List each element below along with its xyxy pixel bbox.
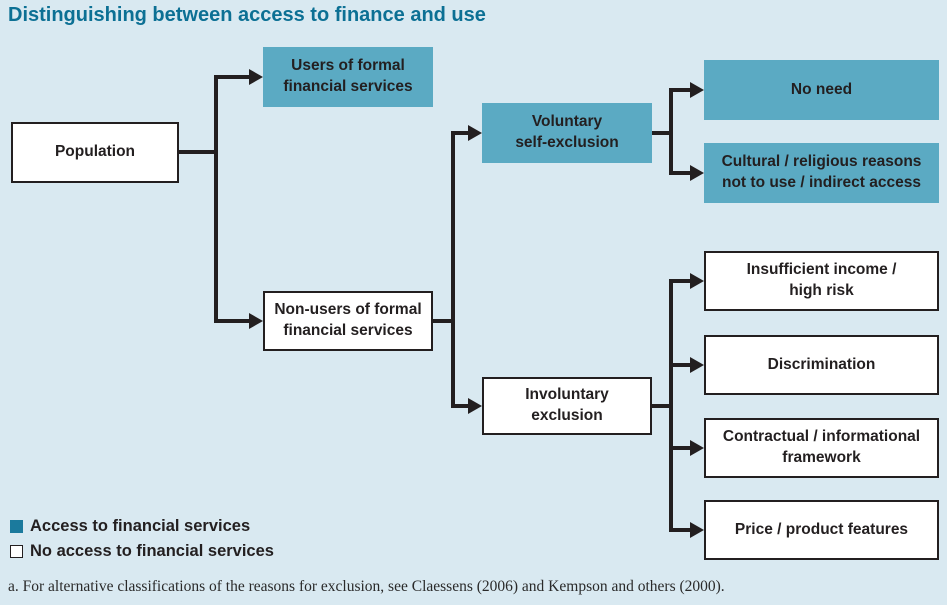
node-cultural-religious-reasons: Cultural / religious reasons not to use … <box>704 143 939 203</box>
arrow-icon-discrimination <box>690 357 704 373</box>
node-population: Population <box>11 122 179 183</box>
node-discrimination-label: Discrimination <box>767 355 876 373</box>
node-voluntary-self-exclusion: Voluntary self-exclusion <box>482 103 652 163</box>
connector-branch-users <box>214 75 249 79</box>
node-users-of-formal-financial-services: Users of formal financial services <box>263 47 433 107</box>
legend-no-access-label: No access to financial services <box>30 542 274 560</box>
connector-branch-discrimination <box>669 363 690 367</box>
node-non-users-label: Non-users of formal financial services <box>274 301 422 339</box>
arrow-icon-users <box>249 69 263 85</box>
node-price-label: Price / product features <box>734 520 909 538</box>
connector-branch-cultural <box>669 171 690 175</box>
connector-branch-contractual <box>669 446 690 450</box>
connector-trunk-voluntary <box>669 88 673 175</box>
arrow-icon-price <box>690 522 704 538</box>
node-cultural-label: Cultural / religious reasons not to use … <box>721 153 922 191</box>
node-involuntary-label: Involuntary exclusion <box>525 386 609 424</box>
connector-branch-voluntary <box>451 131 468 135</box>
node-no-need-label: No need <box>790 80 853 98</box>
connector-branch-non-users <box>214 319 249 323</box>
connector-trunk-non-users <box>451 131 455 408</box>
connector-population-out <box>179 150 218 154</box>
arrow-icon-contractual <box>690 440 704 456</box>
legend-swatch-access-icon <box>10 520 23 533</box>
connector-trunk-population <box>214 75 218 323</box>
arrow-icon-cultural <box>690 165 704 181</box>
connector-involuntary-out <box>652 404 673 408</box>
node-contractual-label: Contractual / informational framework <box>722 428 921 466</box>
arrow-icon-involuntary <box>468 398 482 414</box>
node-voluntary-label: Voluntary self-exclusion <box>515 113 619 151</box>
connector-branch-involuntary <box>451 404 468 408</box>
node-no-need: No need <box>704 60 939 120</box>
legend-swatch-no-access-icon <box>10 545 23 558</box>
legend-access-label: Access to financial services <box>30 517 251 535</box>
node-insufficient-income-high-risk: Insufficient income / high risk <box>704 251 939 311</box>
connector-non-users-out <box>433 319 455 323</box>
arrow-icon-insufficient <box>690 273 704 289</box>
legend-item-no-access: No access to financial services <box>10 542 274 561</box>
arrow-icon-no-need <box>690 82 704 98</box>
connector-branch-insufficient <box>669 279 690 283</box>
figure-title: Distinguishing between access to finance… <box>8 4 486 26</box>
node-non-users-of-formal-financial-services: Non-users of formal financial services <box>263 291 433 351</box>
legend-item-access: Access to financial services <box>10 517 250 536</box>
node-users-label: Users of formal financial services <box>283 57 413 95</box>
node-price-product-features: Price / product features <box>704 500 939 560</box>
node-involuntary-exclusion: Involuntary exclusion <box>482 377 652 435</box>
connector-trunk-involuntary <box>669 279 673 532</box>
node-contractual-informational-framework: Contractual / informational framework <box>704 418 939 478</box>
node-population-label: Population <box>54 143 136 161</box>
node-insufficient-label: Insufficient income / high risk <box>746 261 897 299</box>
arrow-icon-voluntary <box>468 125 482 141</box>
connector-branch-no-need <box>669 88 690 92</box>
node-discrimination: Discrimination <box>704 335 939 395</box>
arrow-icon-non-users <box>249 313 263 329</box>
footnote: a. For alternative classifications of th… <box>8 578 725 595</box>
connector-voluntary-out <box>652 131 673 135</box>
connector-branch-price <box>669 528 690 532</box>
